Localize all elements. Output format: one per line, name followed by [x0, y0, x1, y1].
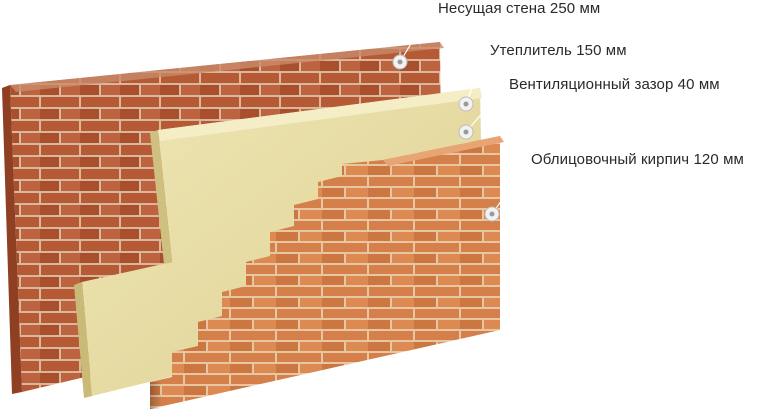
label-load-bearing-wall: Несущая стена 250 мм	[438, 0, 601, 17]
callout-marker-icon[interactable]	[484, 206, 500, 222]
callout-marker-icon[interactable]	[458, 124, 474, 140]
facing-brick-layer	[150, 136, 504, 409]
label-insulation: Утеплитель 150 мм	[490, 42, 627, 59]
leader-lines	[399, 11, 527, 215]
callout-marker-icon[interactable]	[392, 54, 408, 70]
label-facing-brick: Облицовочный кирпич 120 мм	[531, 151, 744, 168]
label-ventilation-gap: Вентиляционный зазор 40 мм	[509, 76, 720, 93]
callout-markers	[392, 54, 500, 222]
callout-marker-icon[interactable]	[458, 96, 474, 112]
